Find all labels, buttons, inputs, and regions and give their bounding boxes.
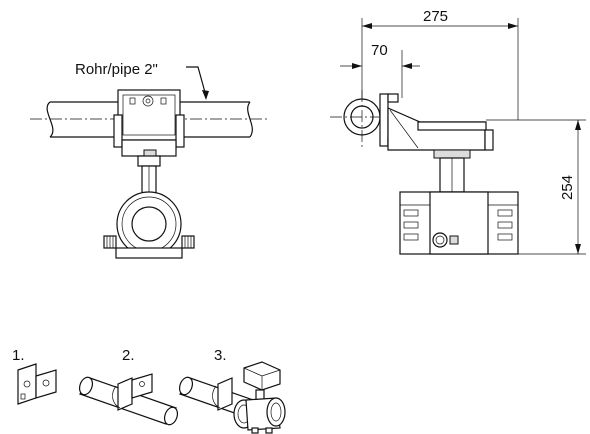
step-3: 3.: [178, 347, 286, 434]
step-1-label: 1.: [12, 347, 25, 364]
dim-275-label: 275: [423, 8, 448, 25]
pipe-leader-arrowhead: [202, 90, 209, 100]
step-3-label: 3.: [214, 347, 227, 364]
dim-70-label: 70: [371, 42, 388, 59]
step-1: 1.: [12, 347, 57, 405]
step-2-label: 2.: [122, 347, 135, 364]
dim-254-label: 254: [559, 175, 576, 200]
pipe-label: Rohr/pipe 2": [75, 61, 158, 78]
side-view: 275 70: [330, 8, 586, 255]
step-2: 2.: [78, 347, 179, 426]
front-view: Rohr/pipe 2": [30, 61, 270, 259]
pipe-leader-line: [186, 66, 207, 97]
